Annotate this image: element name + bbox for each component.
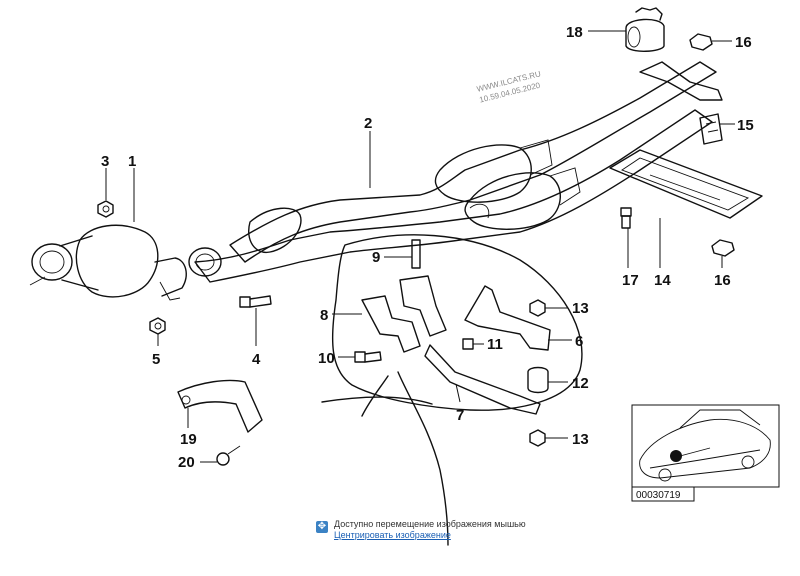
bolt-4[interactable]: [239, 295, 272, 308]
callout-4: 4: [252, 351, 261, 368]
hint-text: Доступно перемещение изображения мышью: [334, 519, 526, 529]
image-hint: ✥ Доступно перемещение изображения мышью…: [316, 519, 526, 541]
callout-1: 1: [128, 153, 136, 170]
callout-labels: 18 16 2 15 3 1 14 9 17 16 8 13 6 10 11 5…: [101, 24, 754, 471]
callout-17: 17: [622, 272, 639, 289]
callout-2: 2: [364, 115, 372, 132]
watermark: WWW.ILCATS.RU 10.59.04.05.2020: [476, 69, 542, 104]
callout-3: 3: [101, 153, 109, 170]
callout-14: 14: [654, 272, 671, 289]
nut-3[interactable]: [97, 200, 114, 218]
exhaust-pipe-assembly[interactable]: [188, 61, 723, 283]
nut-16-lower[interactable]: [711, 239, 735, 257]
rubber-mount-15[interactable]: [699, 113, 723, 145]
callout-5: 5: [152, 351, 160, 368]
front-catalytic-converter[interactable]: [29, 224, 187, 301]
center-image-link[interactable]: Центрировать изображение: [334, 530, 451, 540]
callout-19: 19: [180, 431, 197, 448]
callout-13-top: 13: [572, 300, 589, 317]
highlight-dot-icon: [670, 450, 682, 462]
bolt-17[interactable]: [620, 207, 632, 229]
callout-18: 18: [566, 24, 583, 41]
callout-7: 7: [456, 407, 464, 424]
callout-16-bottom: 16: [714, 272, 731, 289]
callout-6: 6: [575, 333, 583, 350]
callout-15: 15: [737, 117, 754, 134]
inset-code: 00030719: [636, 490, 681, 501]
bracket-19[interactable]: [177, 379, 263, 433]
callout-8: 8: [320, 307, 328, 324]
bolt-20[interactable]: [216, 445, 241, 466]
callout-12: 12: [572, 375, 589, 392]
leader-lines: [105, 30, 735, 463]
callout-16-top: 16: [735, 34, 752, 51]
callout-9: 9: [372, 249, 380, 266]
nut-16-upper[interactable]: [689, 33, 713, 51]
callout-11: 11: [487, 336, 503, 353]
callout-10: 10: [318, 350, 335, 367]
inset-vehicle-view: 00030719: [631, 404, 780, 502]
callout-13-bottom: 13: [572, 431, 589, 448]
clamp-18[interactable]: [625, 7, 665, 52]
callout-20: 20: [178, 454, 195, 471]
heat-shield-14[interactable]: [609, 149, 763, 219]
nut-5[interactable]: [149, 317, 166, 335]
move-icon: ✥: [316, 521, 328, 533]
scribble-annotation: [321, 371, 449, 546]
